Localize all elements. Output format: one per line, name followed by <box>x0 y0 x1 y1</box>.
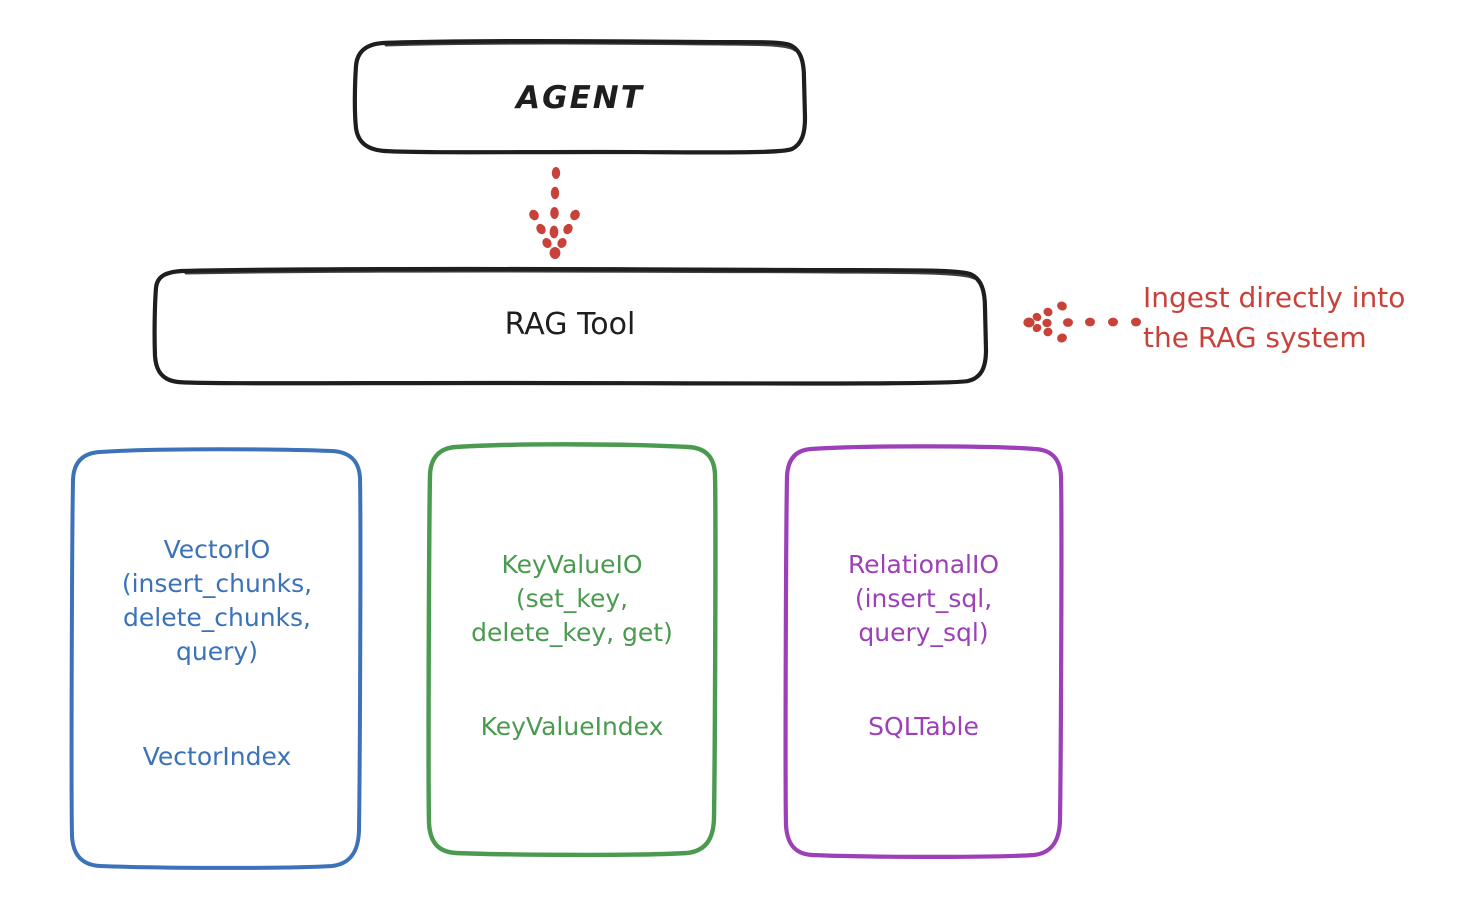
annotation-dotted-arrow-left-icon <box>1023 301 1141 343</box>
agent-box[interactable] <box>352 38 808 155</box>
dotted-arrow-down-icon <box>529 167 580 259</box>
service-box-relational[interactable] <box>783 444 1064 859</box>
rag-tool-box[interactable] <box>152 266 989 386</box>
service-box-keyvalue[interactable] <box>426 442 718 858</box>
service-box-vector[interactable] <box>69 447 363 870</box>
